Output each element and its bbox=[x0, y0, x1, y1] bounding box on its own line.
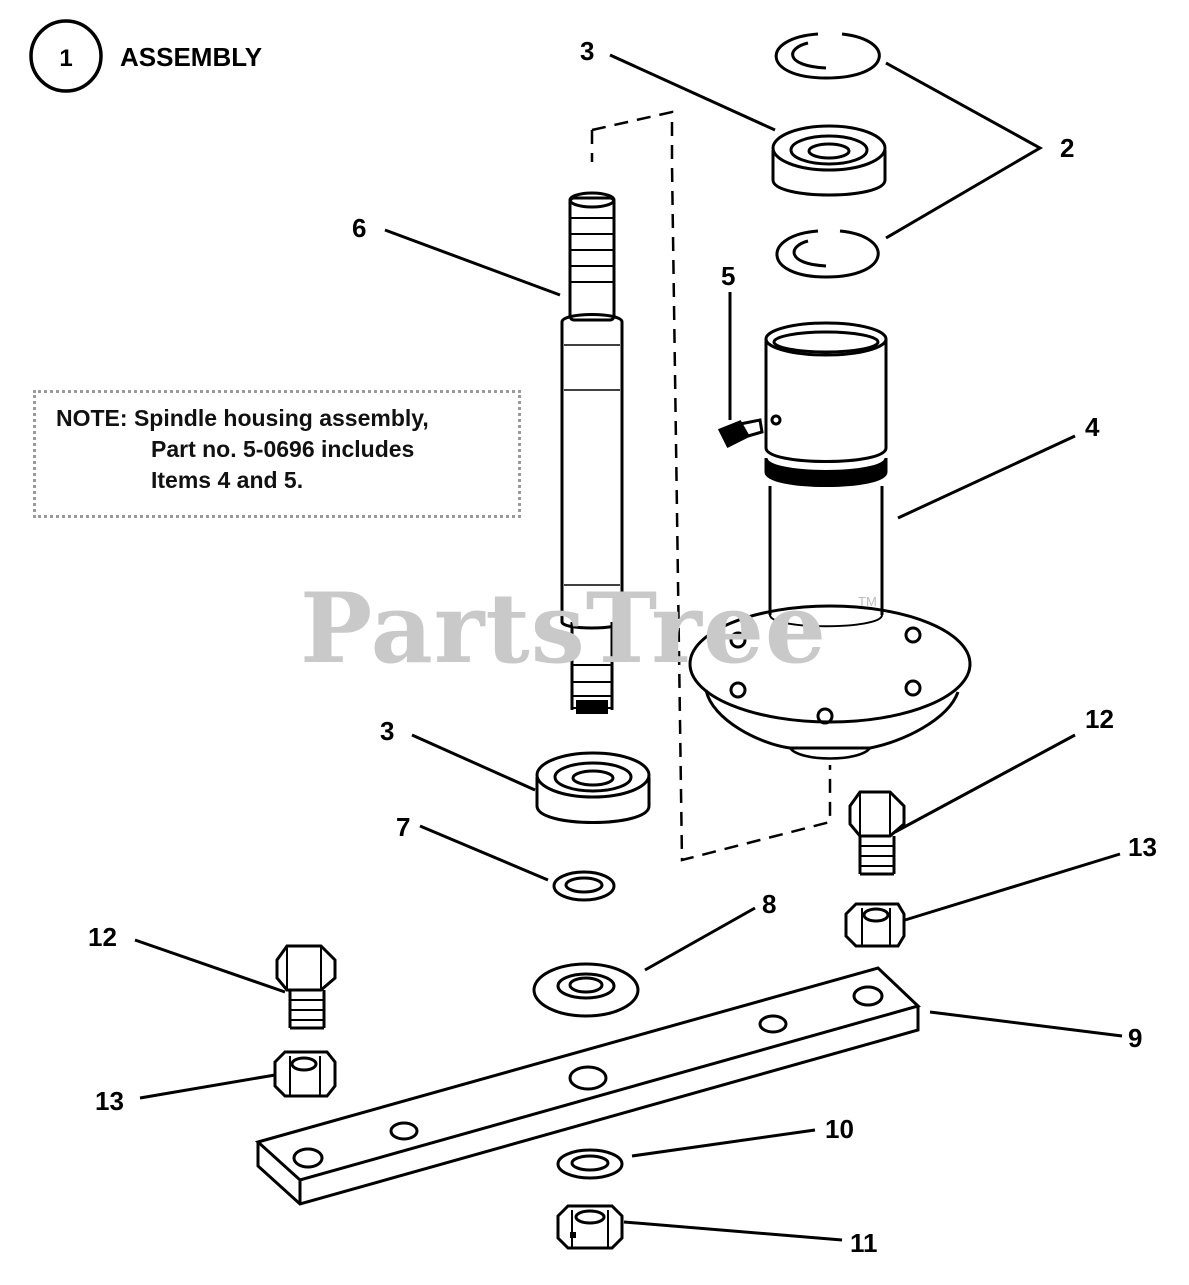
spindle-housing bbox=[688, 321, 972, 760]
callout-3-bottom: 3 bbox=[380, 716, 394, 746]
callout-12-right: 12 bbox=[1085, 704, 1114, 734]
nut-left bbox=[273, 1050, 337, 1098]
retaining-ring-bottom bbox=[775, 229, 880, 279]
bolt-left bbox=[275, 944, 337, 1030]
washer-bottom bbox=[556, 1148, 624, 1180]
assembly-dashed-outline bbox=[591, 110, 832, 862]
note-box: NOTE: Spindle housing assembly, Part no.… bbox=[33, 390, 521, 518]
bearing-top bbox=[771, 124, 887, 197]
bolt-right bbox=[848, 790, 906, 876]
callout-5: 5 bbox=[721, 261, 735, 291]
nut-right bbox=[844, 902, 906, 948]
nut-bottom bbox=[556, 1204, 624, 1250]
callout-2: 2 bbox=[1060, 133, 1074, 163]
watermark-trademark: TM bbox=[858, 594, 877, 609]
callout-3-top: 3 bbox=[580, 36, 594, 66]
leader-lines bbox=[134, 53, 1123, 1242]
callout-13-left: 13 bbox=[95, 1086, 124, 1116]
blade bbox=[254, 966, 921, 1206]
grease-fitting bbox=[717, 418, 764, 449]
callout-8: 8 bbox=[762, 889, 776, 919]
note-line-1: NOTE: Spindle housing assembly, bbox=[56, 405, 429, 431]
assembly-number: 1 bbox=[59, 45, 72, 72]
callout-4: 4 bbox=[1085, 412, 1100, 442]
callout-9: 9 bbox=[1128, 1023, 1142, 1053]
bearing-bottom bbox=[535, 751, 651, 824]
washer-small bbox=[552, 870, 616, 902]
watermark-logo: PartsTree bbox=[300, 572, 827, 685]
spacer bbox=[532, 962, 640, 1018]
callout-11: 11 bbox=[850, 1228, 878, 1258]
note-line-2: Part no. 5-0696 includes bbox=[151, 436, 415, 462]
assembly-title: ASSEMBLY bbox=[120, 42, 262, 72]
callout-6: 6 bbox=[352, 213, 366, 243]
callout-7: 7 bbox=[396, 812, 410, 842]
assembly-number-badge bbox=[29, 19, 103, 93]
retaining-ring-top bbox=[774, 32, 881, 80]
callout-13-right: 13 bbox=[1128, 832, 1157, 862]
callout-10: 10 bbox=[825, 1114, 854, 1144]
spindle-shaft bbox=[560, 191, 624, 714]
note-line-3: Items 4 and 5. bbox=[151, 467, 304, 493]
callout-12-left: 12 bbox=[88, 922, 117, 952]
